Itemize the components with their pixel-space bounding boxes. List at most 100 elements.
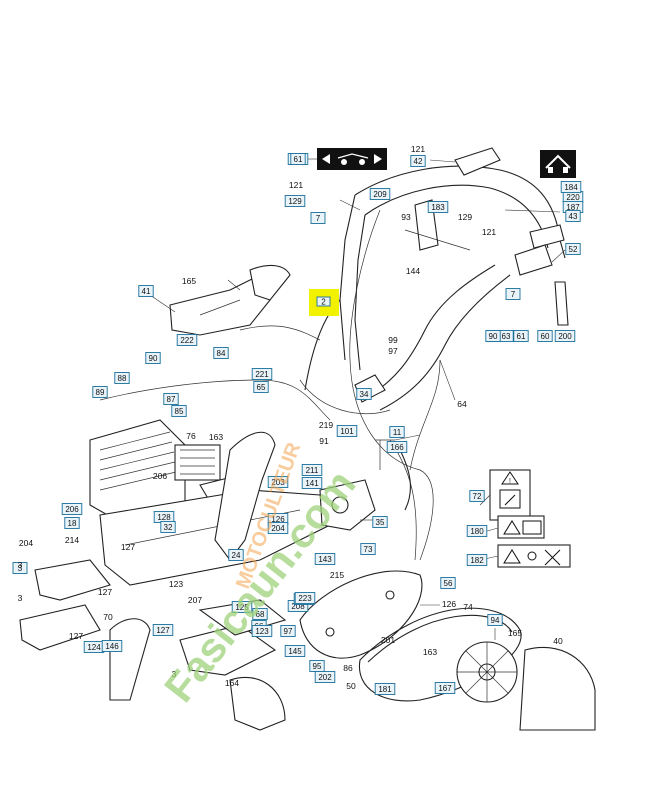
callout-label: 128 <box>157 513 171 522</box>
part-label-215: 215 <box>330 570 344 580</box>
part-callout-94[interactable]: 94 <box>487 614 503 626</box>
part-callout-184[interactable]: 184 <box>560 181 582 193</box>
callout-label: 73 <box>364 545 373 554</box>
part-callout-41[interactable]: 41 <box>138 285 154 297</box>
callout-label: 88 <box>118 374 127 383</box>
part-callout-204[interactable]: 204 <box>267 522 289 534</box>
part-callout-95[interactable]: 95 <box>309 660 325 672</box>
part-callout-63[interactable]: 63 <box>498 330 514 342</box>
callout-label: 180 <box>470 527 484 536</box>
part-callout-211[interactable]: 211 <box>301 464 323 476</box>
part-callout-11[interactable]: 11 <box>389 426 405 438</box>
highlight-part-2[interactable]: 2 <box>309 289 339 316</box>
callout-label: 223 <box>298 594 312 603</box>
control-bracket-41 <box>169 264 291 336</box>
part-callout-125[interactable]: 125 <box>231 601 253 613</box>
part-callout-167[interactable]: 167 <box>434 682 456 694</box>
part-callout-146[interactable]: 146 <box>101 640 123 652</box>
part-callout-166[interactable]: 166 <box>386 441 408 453</box>
part-label-127: 127 <box>69 631 83 641</box>
callout-label: 145 <box>288 647 302 656</box>
part-label-64: 64 <box>457 399 467 409</box>
part-callout-180[interactable]: 180 <box>466 525 488 537</box>
part-callout-203[interactable]: 203 <box>267 476 289 488</box>
part-callout-145[interactable]: 145 <box>284 645 306 657</box>
part-callout-129[interactable]: 129 <box>284 195 306 207</box>
part-callout-85[interactable]: 85 <box>171 405 187 417</box>
part-callout-183[interactable]: 183 <box>427 201 449 213</box>
svg-text:!: ! <box>509 478 511 485</box>
callout-label: 32 <box>164 523 173 532</box>
callout-label: 43 <box>569 212 578 221</box>
part-callout-3[interactable]: 3 <box>12 562 28 574</box>
callout-label: 7 <box>511 290 516 299</box>
part-label-206: 206 <box>153 471 167 481</box>
tine-guard-3a <box>34 559 111 601</box>
callout-label: 181 <box>378 685 392 694</box>
part-callout-73[interactable]: 73 <box>360 543 376 555</box>
part-callout-221[interactable]: 221 <box>251 368 273 380</box>
callout-layer: 1851297209422201874318452741222842219087… <box>12 144 584 695</box>
callout-label: 56 <box>444 579 453 588</box>
part-callout-101[interactable]: 101 <box>336 425 358 437</box>
part-callout-202[interactable]: 202 <box>314 671 336 683</box>
callout-label: 220 <box>566 193 580 202</box>
part-callout-220[interactable]: 220 <box>562 191 584 203</box>
part-callout-61[interactable]: 61 <box>513 330 529 342</box>
part-callout-84[interactable]: 84 <box>213 347 229 359</box>
tine-guard-3b <box>19 604 101 651</box>
callout-label: 87 <box>167 395 176 404</box>
part-callout-206[interactable]: 206 <box>61 503 83 515</box>
part-callout-97[interactable]: 97 <box>280 625 296 637</box>
part-callout-90[interactable]: 90 <box>485 330 501 342</box>
part-callout-90[interactable]: 90 <box>145 352 161 364</box>
part-label-121: 121 <box>289 180 303 190</box>
control-cables <box>99 209 441 561</box>
callout-label: 143 <box>318 555 332 564</box>
part-callout-43[interactable]: 43 <box>565 210 581 222</box>
part-label-3: 3 <box>18 560 23 570</box>
callout-label: 101 <box>340 427 354 436</box>
callout-label: 204 <box>271 524 285 533</box>
callout-label: 11 <box>393 428 402 437</box>
part-callout-56[interactable]: 56 <box>440 577 456 589</box>
part-callout-52[interactable]: 52 <box>565 243 581 255</box>
part-callout-61[interactable]: 61 <box>290 153 306 165</box>
part-callout-223[interactable]: 223 <box>294 592 316 604</box>
part-callout-127[interactable]: 127 <box>152 624 174 636</box>
part-callout-87[interactable]: 87 <box>163 393 179 405</box>
part-callout-42[interactable]: 42 <box>410 155 426 167</box>
part-callout-72[interactable]: 72 <box>469 490 485 502</box>
warning-legend: ! <box>489 469 571 568</box>
part-callout-35[interactable]: 35 <box>372 516 388 528</box>
part-callout-89[interactable]: 89 <box>92 386 108 398</box>
callout-label: 211 <box>306 466 319 475</box>
part-callout-182[interactable]: 182 <box>466 554 488 566</box>
callout-label: 127 <box>156 626 170 635</box>
part-callout-200[interactable]: 200 <box>554 330 576 342</box>
part-callout-88[interactable]: 88 <box>114 372 130 384</box>
part-callout-7[interactable]: 7 <box>310 212 326 224</box>
callout-label: 61 <box>517 332 526 341</box>
callout-label: 146 <box>105 642 119 651</box>
callout-label: 187 <box>566 203 580 212</box>
part-callout-209[interactable]: 209 <box>369 188 391 200</box>
part-callout-222[interactable]: 222 <box>176 334 198 346</box>
part-callout-141[interactable]: 141 <box>301 477 323 489</box>
part-callout-123[interactable]: 123 <box>251 625 273 637</box>
part-callout-7[interactable]: 7 <box>505 288 521 300</box>
part-callout-68[interactable]: 68 <box>252 608 268 620</box>
part-callout-24[interactable]: 24 <box>228 549 244 561</box>
part-callout-18[interactable]: 18 <box>64 517 80 529</box>
part-callout-60[interactable]: 60 <box>537 330 553 342</box>
part-callout-124[interactable]: 124 <box>83 641 105 653</box>
part-label-201: 201 <box>381 635 395 645</box>
part-callout-34[interactable]: 34 <box>356 388 372 400</box>
part-callout-32[interactable]: 32 <box>160 521 176 533</box>
part-callout-181[interactable]: 181 <box>374 683 396 695</box>
part-label-40: 40 <box>553 636 563 646</box>
callout-label: 94 <box>491 616 500 625</box>
part-callout-128[interactable]: 128 <box>153 511 175 523</box>
part-callout-65[interactable]: 65 <box>253 381 269 393</box>
part-callout-143[interactable]: 143 <box>314 553 336 565</box>
